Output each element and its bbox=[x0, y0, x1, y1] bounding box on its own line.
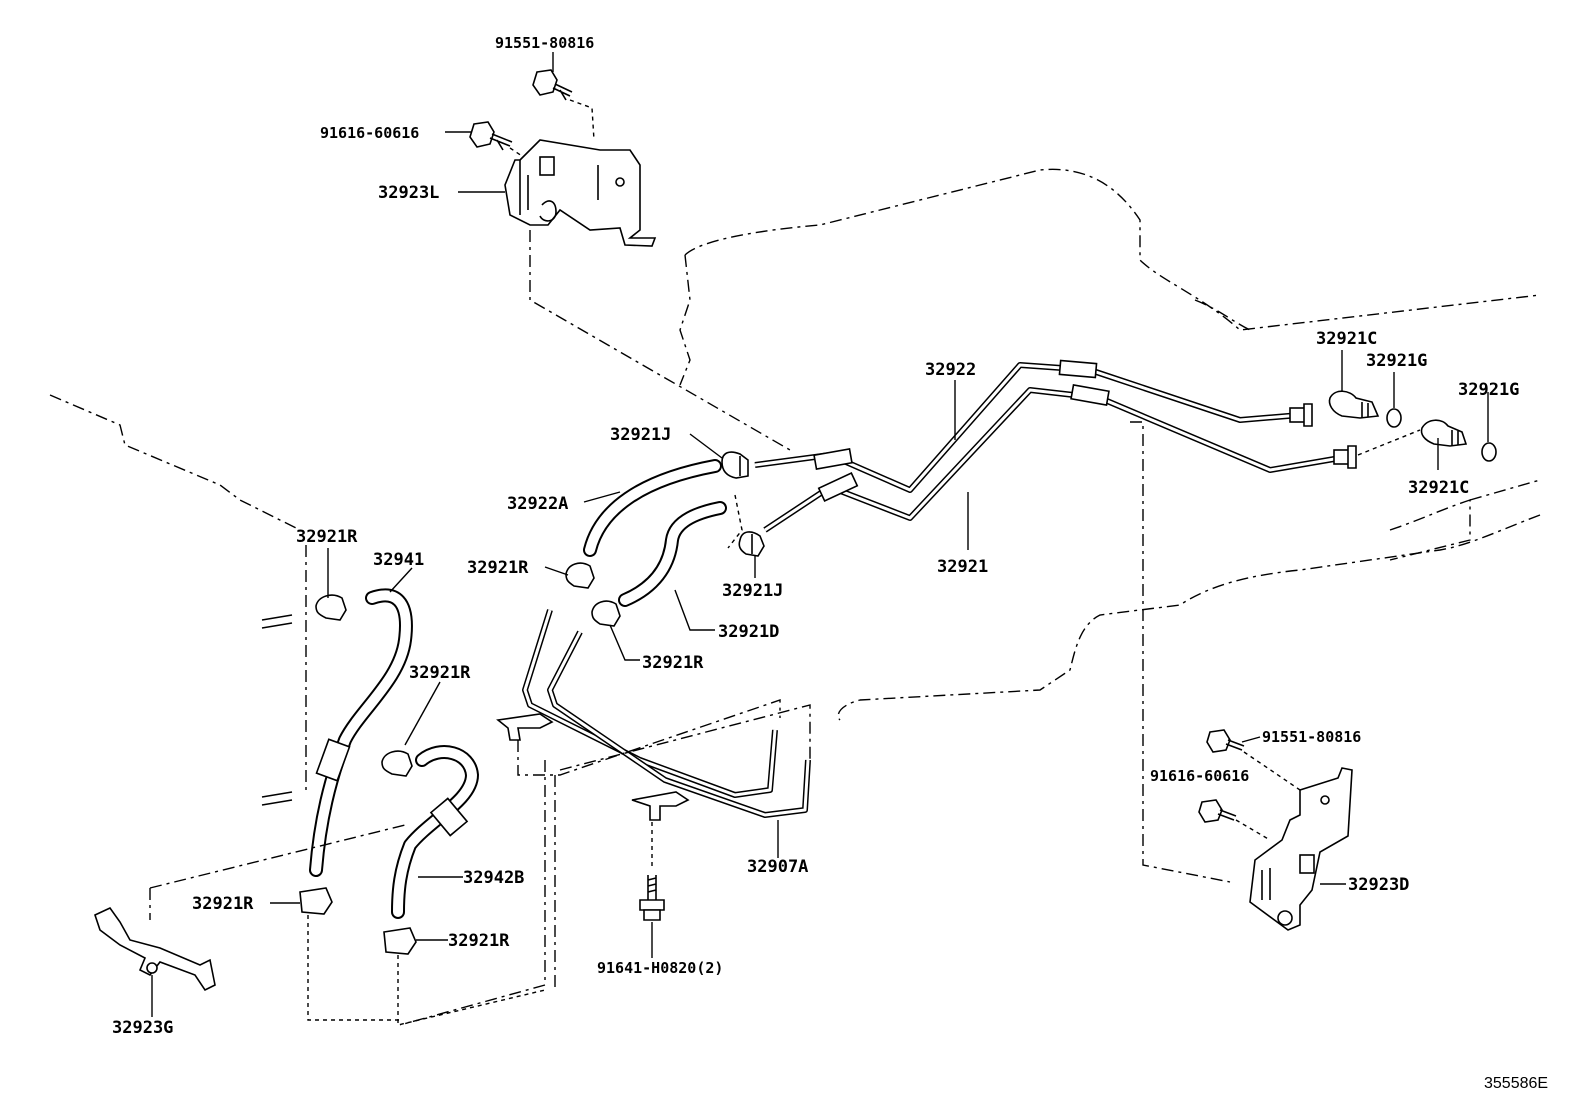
label-hose-32942b: 32942B bbox=[463, 868, 524, 888]
label-hose-32921d: 32921D bbox=[718, 622, 779, 642]
label-clip-32921r-center: 32921R bbox=[642, 653, 704, 673]
clip-32921r-bottom-icon bbox=[383, 927, 417, 955]
drawing-id: 355586E bbox=[1484, 1075, 1548, 1092]
bolt-right-top-icon bbox=[1206, 729, 1245, 753]
clip-j-dotted-guide bbox=[727, 494, 743, 549]
phantom-pipe-lower bbox=[261, 791, 293, 806]
label-clip-32921r-left-top: 32921R bbox=[296, 527, 358, 547]
label-clip-32921r-left-bottom: 32921R bbox=[192, 894, 254, 914]
clip-32921r-center-icon bbox=[591, 600, 621, 627]
bracket-g-guide bbox=[149, 824, 406, 920]
hose-32922a bbox=[583, 459, 722, 557]
label-bolt-right-mid: 91616-60616 bbox=[1150, 767, 1249, 785]
label-pipe-32907a: 32907A bbox=[747, 857, 808, 877]
bolt-top-left-icon bbox=[469, 121, 513, 151]
union-32921c-bottom-icon bbox=[1420, 419, 1468, 447]
bolt-top-left-dotted-guide bbox=[509, 147, 523, 157]
label-pipe-32922: 32922 bbox=[925, 360, 976, 380]
clip-32921r-mid-icon bbox=[565, 562, 595, 589]
hose-32921d bbox=[618, 501, 727, 607]
pipe-32921 bbox=[763, 384, 1357, 533]
clip-left-bottom-dotted-guide bbox=[307, 915, 400, 1021]
label-pipe-32921: 32921 bbox=[937, 557, 988, 577]
bracket-32923g bbox=[94, 906, 216, 992]
bracket-32923l bbox=[504, 139, 657, 247]
bracket-32923d bbox=[1249, 767, 1353, 931]
bolt-bottom-icon bbox=[639, 875, 665, 921]
clip-32921r-left-mid-icon bbox=[381, 750, 413, 777]
engine-phantom-outline bbox=[49, 168, 1541, 721]
union-32921c-top-icon bbox=[1328, 390, 1380, 419]
label-bracket-32923g: 32923G bbox=[112, 1018, 173, 1038]
bolt-right-mid-dotted-guide bbox=[1235, 819, 1271, 841]
pipe-07a-bracket-guide-1 bbox=[517, 699, 781, 776]
hose-32942b bbox=[391, 745, 479, 919]
label-clip-32921r-left-mid: 32921R bbox=[409, 663, 471, 683]
label-bolt-top: 91551-80816 bbox=[495, 34, 594, 52]
gasket-32921g-1-icon bbox=[1386, 408, 1402, 428]
bolt-top-icon bbox=[532, 69, 573, 101]
label-bracket-32923l: 32923L bbox=[378, 183, 439, 203]
clip-bottom-dotted-guide bbox=[397, 955, 546, 1026]
hose-32941 bbox=[309, 588, 413, 877]
label-hose-32922a: 32922A bbox=[507, 494, 568, 514]
pipe-32921-location-line bbox=[1130, 421, 1231, 883]
clip-32921j-bottom-icon bbox=[738, 531, 765, 557]
pipe-32922 bbox=[754, 359, 1313, 493]
label-union-32921c-bottom: 32921C bbox=[1408, 478, 1469, 498]
pipe-union-dotted-guide bbox=[1357, 429, 1421, 456]
label-clip-32921j-bottom: 32921J bbox=[722, 581, 783, 601]
label-clip-32921j-top: 32921J bbox=[610, 425, 671, 445]
bolt-top-dotted-guide bbox=[569, 99, 595, 141]
phantom-pipe-upper bbox=[261, 614, 293, 629]
clip-32921r-left-bottom-icon bbox=[299, 887, 333, 915]
clip-32921r-left-top-icon bbox=[315, 594, 347, 621]
gasket-32921g-2-icon bbox=[1481, 442, 1497, 462]
label-gasket-32921g-2: 32921G bbox=[1458, 380, 1519, 400]
clip-32921j-top-icon bbox=[721, 451, 749, 479]
bolt-right-top-dotted-guide bbox=[1243, 751, 1301, 791]
leader-lines bbox=[151, 52, 1489, 1017]
pipe-07a-bracket-guide-3 bbox=[559, 704, 811, 771]
label-bracket-32923d: 32923D bbox=[1348, 875, 1409, 895]
label-bolt-bottom: 91641-H0820(2) bbox=[597, 959, 723, 977]
pipe-07a-bracket-guide-2 bbox=[399, 760, 556, 1026]
label-union-32921c-top: 32921C bbox=[1316, 329, 1377, 349]
pipe-32907a bbox=[496, 609, 811, 821]
label-bolt-top-left: 91616-60616 bbox=[320, 124, 419, 142]
bolt-right-mid-icon bbox=[1198, 799, 1237, 823]
label-clip-32921r-bottom: 32921R bbox=[448, 931, 510, 951]
label-hose-32941: 32941 bbox=[373, 550, 424, 570]
label-clip-32921r-mid: 32921R bbox=[467, 558, 529, 578]
bracket-l-location-line bbox=[529, 230, 791, 451]
label-bolt-right-top: 91551-80816 bbox=[1262, 728, 1361, 746]
label-gasket-32921g-1: 32921G bbox=[1366, 351, 1427, 371]
